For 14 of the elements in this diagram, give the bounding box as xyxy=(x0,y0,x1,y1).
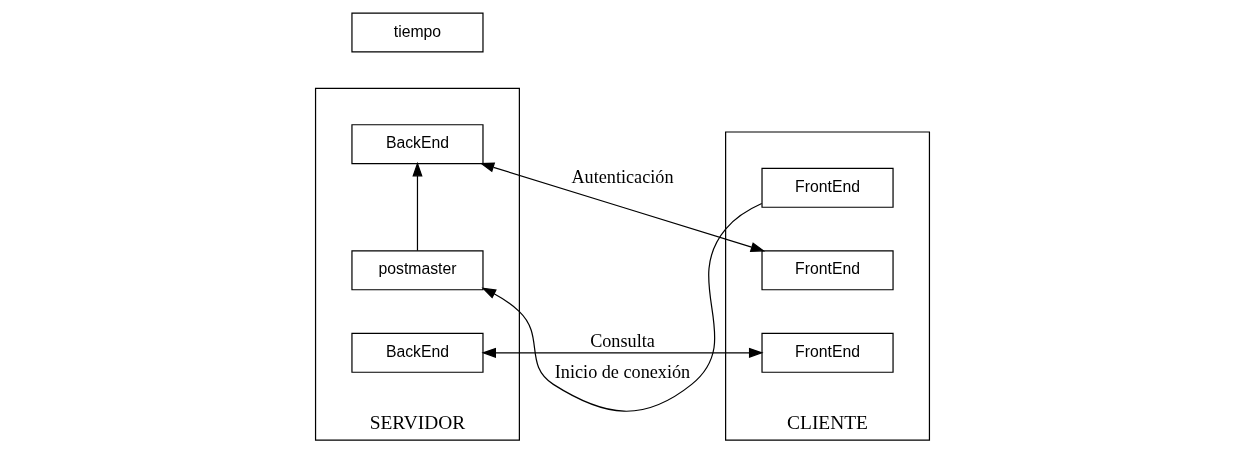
node-box: BackEnd xyxy=(350,124,484,165)
node-box: tiempo xyxy=(350,12,484,53)
arrow xyxy=(411,161,423,252)
arrow xyxy=(479,162,765,252)
arrow xyxy=(480,347,763,358)
node-box: postmaster xyxy=(350,250,484,291)
node-box: FrontEnd xyxy=(760,250,894,291)
edge-label: Autenticación xyxy=(570,166,674,187)
edge-label: Inicio de conexión xyxy=(554,362,690,383)
node-box: FrontEnd xyxy=(760,332,894,373)
edge-label: Consulta xyxy=(589,330,655,351)
node-box: BackEnd xyxy=(350,332,484,373)
arrow xyxy=(481,202,762,412)
node-box: FrontEnd xyxy=(760,167,894,208)
